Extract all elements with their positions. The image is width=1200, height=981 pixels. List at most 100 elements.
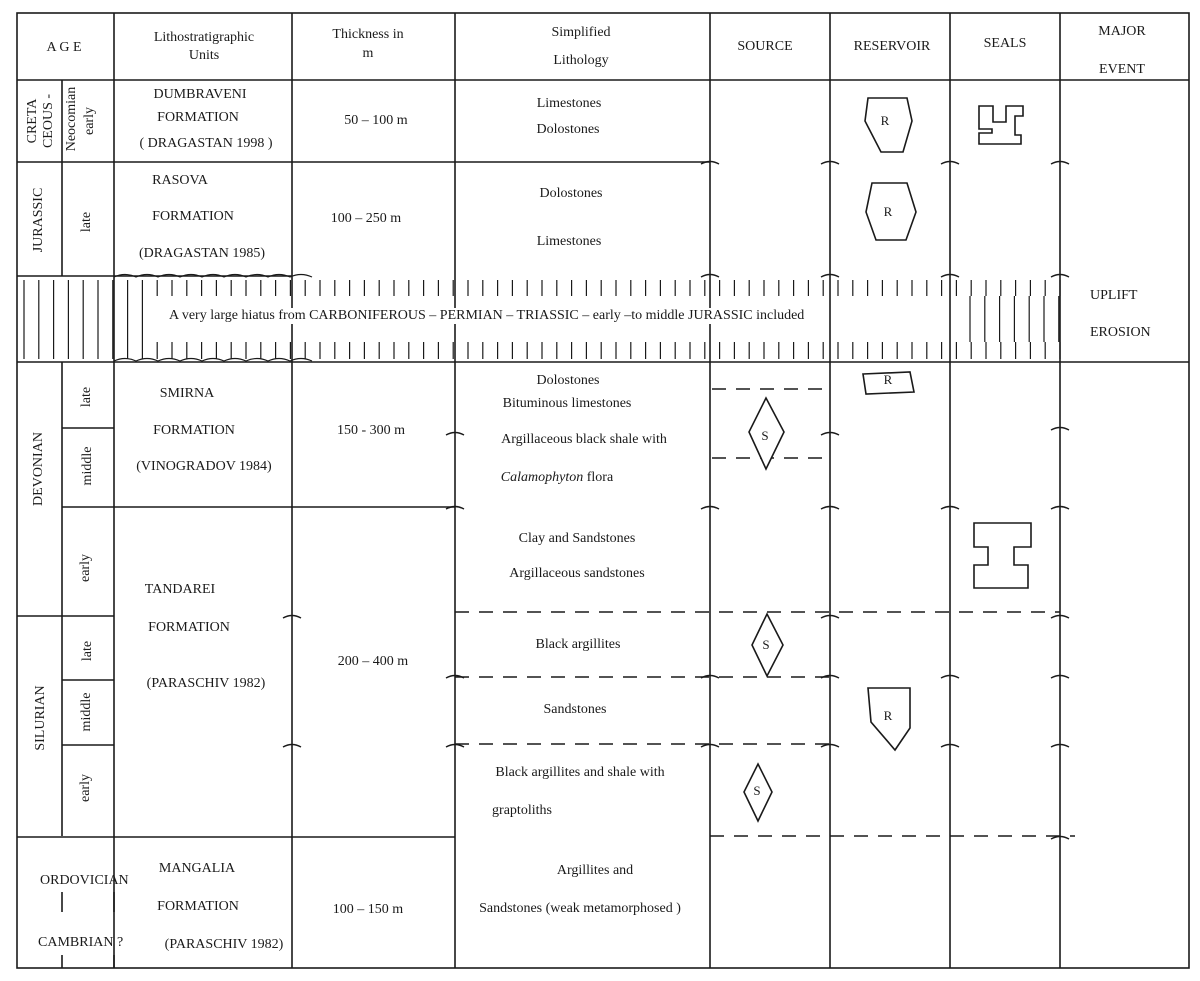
reservoir-symbol-devonian: R <box>883 372 893 387</box>
boundary-tick <box>1050 273 1070 278</box>
devonian-lithology-line3: Argillaceous black shale with <box>501 432 667 447</box>
reservoir-hexagon <box>865 182 917 241</box>
source-symbol-devonian: S <box>761 428 769 443</box>
header-event-line2: EVENT <box>1099 62 1145 77</box>
erosion-wave-top <box>113 273 313 278</box>
event-uplift: UPLIFT <box>1090 288 1138 303</box>
boundary-tick <box>820 614 840 619</box>
boundary-tick <box>445 505 465 510</box>
devonian-unit-line2: FORMATION <box>153 423 235 438</box>
boundary-tick <box>940 743 960 748</box>
cambrian-period: CAMBRIAN ? <box>38 935 124 950</box>
ordovician-lithology-line2: Sandstones (weak metamorphosed ) <box>479 901 681 916</box>
header-thickness-line1: Thickness in <box>332 27 404 42</box>
boundary-tick <box>820 505 840 510</box>
source-symbol-silurian-early: S <box>753 783 761 798</box>
silurian-lithology-line2: Sandstones <box>543 702 607 717</box>
devonian-lithology-line2: Bituminous limestones <box>502 396 632 411</box>
cretaceous-epoch-line1: Neocomian <box>64 86 79 152</box>
silurian-unit-line3: (PARASCHIV 1982) <box>146 676 266 691</box>
reservoir-hexagon <box>862 371 915 395</box>
devonian-unit-line1: SMIRNA <box>159 386 215 401</box>
boundary-tick <box>940 160 960 165</box>
jurassic-thickness: 100 – 250 m <box>330 211 402 226</box>
cretaceous-lithology-line1: Limestones <box>536 96 602 111</box>
cretaceous-lithology-line2: Dolostones <box>536 122 600 137</box>
boundary-tick <box>445 431 465 436</box>
silurian-period: SILURIAN <box>33 685 48 751</box>
jurassic-lithology-line1: Dolostones <box>539 186 603 201</box>
boundary-tick <box>1050 674 1070 679</box>
boundary-tick <box>1050 614 1070 619</box>
source-symbol-silurian-late: S <box>762 637 770 652</box>
silurian-lithology-line1: Black argillites <box>535 637 621 652</box>
source-diamond <box>751 612 784 678</box>
devonian-epoch-middle: middle <box>80 446 95 486</box>
boundary-tick <box>820 160 840 165</box>
reservoir-symbol-jurassic: R <box>883 204 893 219</box>
silurian-epoch-middle: middle <box>79 692 94 732</box>
cretaceous-unit-line2: FORMATION <box>157 110 239 125</box>
devonian-lithology-line5: Clay and Sandstones <box>518 531 636 546</box>
flora-suffix: flora <box>583 470 614 485</box>
ordovician-period: ORDOVICIAN <box>40 873 129 888</box>
boundary-tick <box>700 160 720 165</box>
ordovician-thickness: 100 – 150 m <box>332 902 404 917</box>
ordovician-unit-line3: (PARASCHIV 1982) <box>164 937 284 952</box>
ordovician-lithology-line1: Argillites and <box>556 863 634 878</box>
header-thickness-line2: m <box>362 46 374 61</box>
boundary-tick <box>1050 505 1070 510</box>
hiatus-text: A very large hiatus from CARBONIFEROUS –… <box>163 308 811 324</box>
header-litho-line1: Lithostratigraphic <box>153 30 255 45</box>
jurassic-unit-line2: FORMATION <box>152 209 234 224</box>
event-erosion: EROSION <box>1090 325 1151 340</box>
seal-symbol <box>973 522 1032 589</box>
boundary-tick <box>1050 743 1070 748</box>
devonian-lithology-line1: Dolostones <box>536 373 600 388</box>
reservoir-symbol-silurian: R <box>883 708 893 723</box>
jurassic-unit-line3: (DRAGASTAN 1985) <box>138 246 266 261</box>
silurian-unit-line2: FORMATION <box>148 620 230 635</box>
header-lithology-line1: Simplified <box>551 25 611 40</box>
boundary-tick <box>700 743 720 748</box>
header-reservoir: RESERVOIR <box>853 39 931 54</box>
header-source: SOURCE <box>737 39 793 54</box>
header-event-line1: MAJOR <box>1098 24 1146 39</box>
cretaceous-period-line1: CRETA <box>25 98 40 144</box>
boundary-tick <box>282 743 302 748</box>
reservoir-hexagon <box>864 97 913 153</box>
devonian-lithology-line6: Argillaceous sandstones <box>509 566 645 581</box>
boundary-tick <box>820 273 840 278</box>
header-seals: SEALS <box>983 36 1027 51</box>
erosion-wave-bottom <box>113 357 313 362</box>
reservoir-hexagon <box>867 687 911 752</box>
silurian-lithology-line3: Black argillites and shale with <box>495 765 665 780</box>
silurian-lithology-line4: graptoliths <box>492 803 552 818</box>
reservoir-symbol-cretaceous: R <box>880 113 890 128</box>
devonian-flora: Calamophyton flora <box>501 470 613 486</box>
boundary-tick <box>820 431 840 436</box>
silurian-epoch-late: late <box>80 640 95 662</box>
table-frame <box>16 12 1190 969</box>
header-age: A G E <box>46 40 82 55</box>
source-diamond <box>748 396 785 471</box>
boundary-tick <box>940 273 960 278</box>
devonian-epoch-early: early <box>78 554 93 582</box>
cretaceous-unit-line3: ( DRAGASTAN 1998 ) <box>139 136 273 151</box>
boundary-tick <box>700 505 720 510</box>
silurian-unit-line1: TANDAREI <box>144 582 216 597</box>
source-diamond <box>743 762 773 823</box>
cretaceous-period-line2: CEOUS - <box>41 93 56 149</box>
devonian-epoch-late: late <box>79 386 94 408</box>
boundary-tick <box>940 505 960 510</box>
devonian-period: DEVONIAN <box>31 432 46 506</box>
header-lithology-line2: Lithology <box>553 53 609 68</box>
boundary-tick <box>282 614 302 619</box>
boundary-tick <box>1050 160 1070 165</box>
header-litho-line2: Units <box>188 48 220 63</box>
jurassic-period: JURASSIC <box>31 187 46 253</box>
silurian-epoch-early: early <box>78 774 93 802</box>
silurian-thickness: 200 – 400 m <box>337 654 409 669</box>
cretaceous-thickness: 50 – 100 m <box>344 113 408 128</box>
